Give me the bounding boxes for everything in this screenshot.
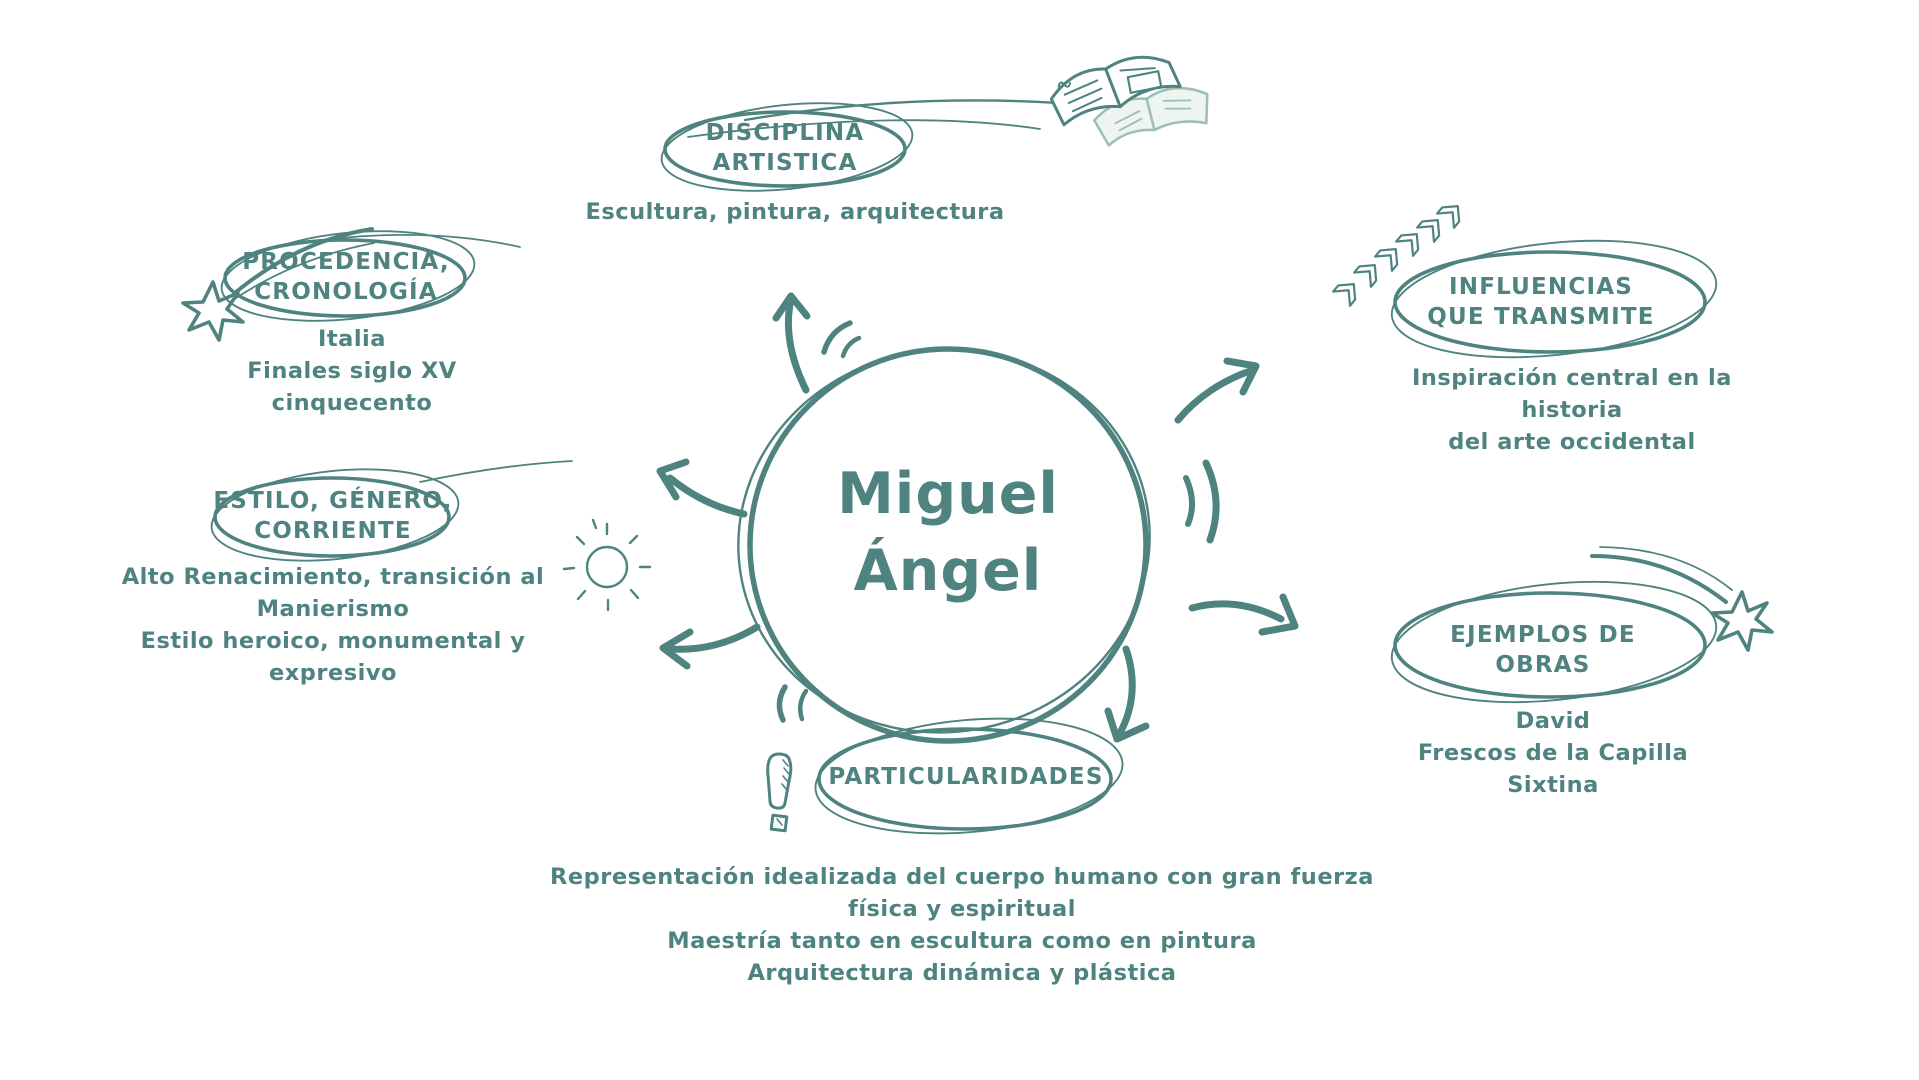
node-detail-disciplina: Escultura, pintura, arquitectura [585,199,1005,226]
arrow-to-disciplina [785,296,810,394]
node-detail-procedencia: Italia Finales siglo XV cinquecento [247,326,457,416]
node-label-ejemplos[interactable]: EJEMPLOS DE OBRAS [1450,622,1636,678]
arrowhead [1223,357,1260,396]
arrow-to-particularidades [1116,645,1136,737]
node-oval-influencias[interactable] [1386,226,1722,371]
arrowhead [1258,593,1299,636]
sketch-swoosh [419,460,573,483]
node-oval-particularidades[interactable] [811,707,1128,845]
arrowhead [772,292,811,322]
sound-waves-icon [776,320,1220,723]
open-book-icon [1049,55,1209,147]
node-detail-ejemplos: David Frescos de la Capilla Sixtina [1417,708,1689,798]
sketch-swoosh [687,119,1041,138]
exclamation-icon [766,752,793,833]
center-node-title[interactable]: Miguel Ángel [837,461,1059,604]
node-label-disciplina[interactable]: DISCIPLINA ARTISTICA [705,120,865,176]
node-oval-disciplina[interactable] [657,92,1100,202]
shooting-star-right-icon [1590,546,1774,652]
sun-icon [562,518,652,612]
arrow-to-procedencia [666,474,748,518]
node-label-particularidades[interactable]: PARTICULARIDADES [828,764,1104,791]
arrowhead [1104,707,1150,743]
shooting-star-left-icon [181,227,375,342]
node-detail-influencias: Inspiración central en la historia del a… [1412,365,1732,455]
node-oval-estilo[interactable] [207,458,573,571]
node-oval-ejemplos[interactable] [1386,567,1722,716]
node-label-estilo[interactable]: ESTILO, GÉNERO, CORRIENTE [213,488,453,544]
arrowhead [656,458,690,501]
node-detail-estilo: Alto Renacimiento, transición al Manieri… [121,564,545,686]
arrow-to-estilo [667,623,761,653]
connector-arrows [656,292,1299,743]
arrow-to-ejemplos [1188,600,1285,623]
node-label-procedencia[interactable]: PROCEDENCIA, CRONOLOGÍA [242,249,450,305]
node-detail-particularidades: Representación idealizada del cuerpo hum… [550,864,1374,986]
sketch-swoosh [743,99,1100,122]
arrow-to-influencias [1174,367,1254,424]
chevron-arrows-icon [1332,205,1461,307]
node-label-influencias[interactable]: INFLUENCIAS QUE TRANSMITE [1427,274,1655,330]
arrowhead [659,628,694,670]
